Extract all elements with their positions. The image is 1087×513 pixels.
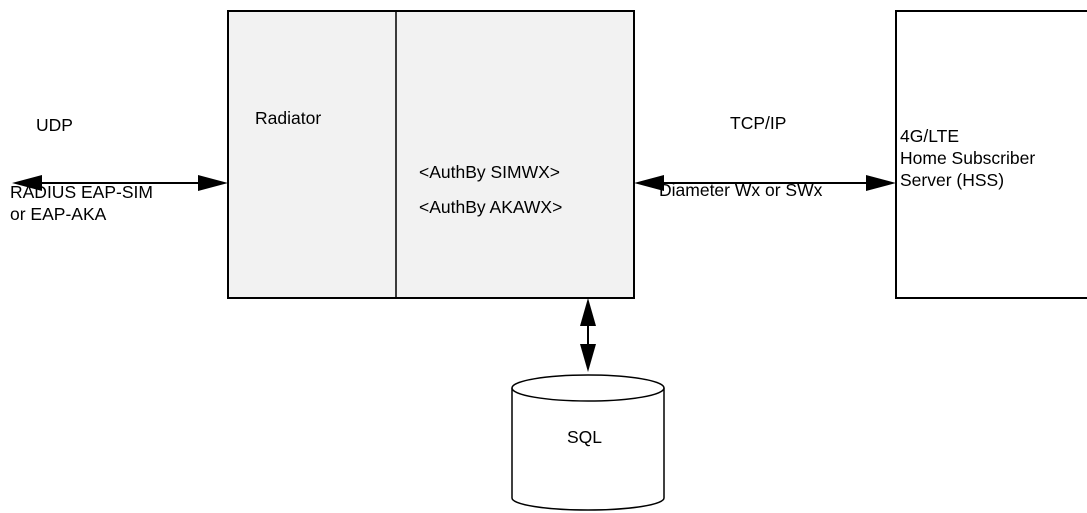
tcpip-double-arrow xyxy=(634,175,896,191)
authby-akawx-label: <AuthBy AKAWX> xyxy=(419,197,562,217)
radiator-title: Radiator xyxy=(255,108,321,128)
sql-database-icon xyxy=(511,374,665,511)
hss-label-line3: Server (HSS) xyxy=(900,170,1004,190)
hss-box xyxy=(895,10,1087,299)
radiator-box xyxy=(227,10,635,299)
tcpip-label: TCP/IP xyxy=(730,113,786,133)
radius-eap-label-line2: or EAP-AKA xyxy=(10,204,107,224)
sql-double-arrow xyxy=(580,298,596,372)
sql-label: SQL xyxy=(567,427,602,447)
udp-label: UDP xyxy=(36,115,73,135)
radius-eap-label-line1: RADIUS EAP-SIM xyxy=(10,182,153,202)
udp-double-arrow xyxy=(12,175,228,191)
diameter-label: Diameter Wx or SWx xyxy=(659,180,823,200)
authby-simwx-label: <AuthBy SIMWX> xyxy=(419,162,560,182)
hss-label-line2: Home Subscriber xyxy=(900,148,1035,168)
hss-label-line1: 4G/LTE xyxy=(900,126,959,146)
